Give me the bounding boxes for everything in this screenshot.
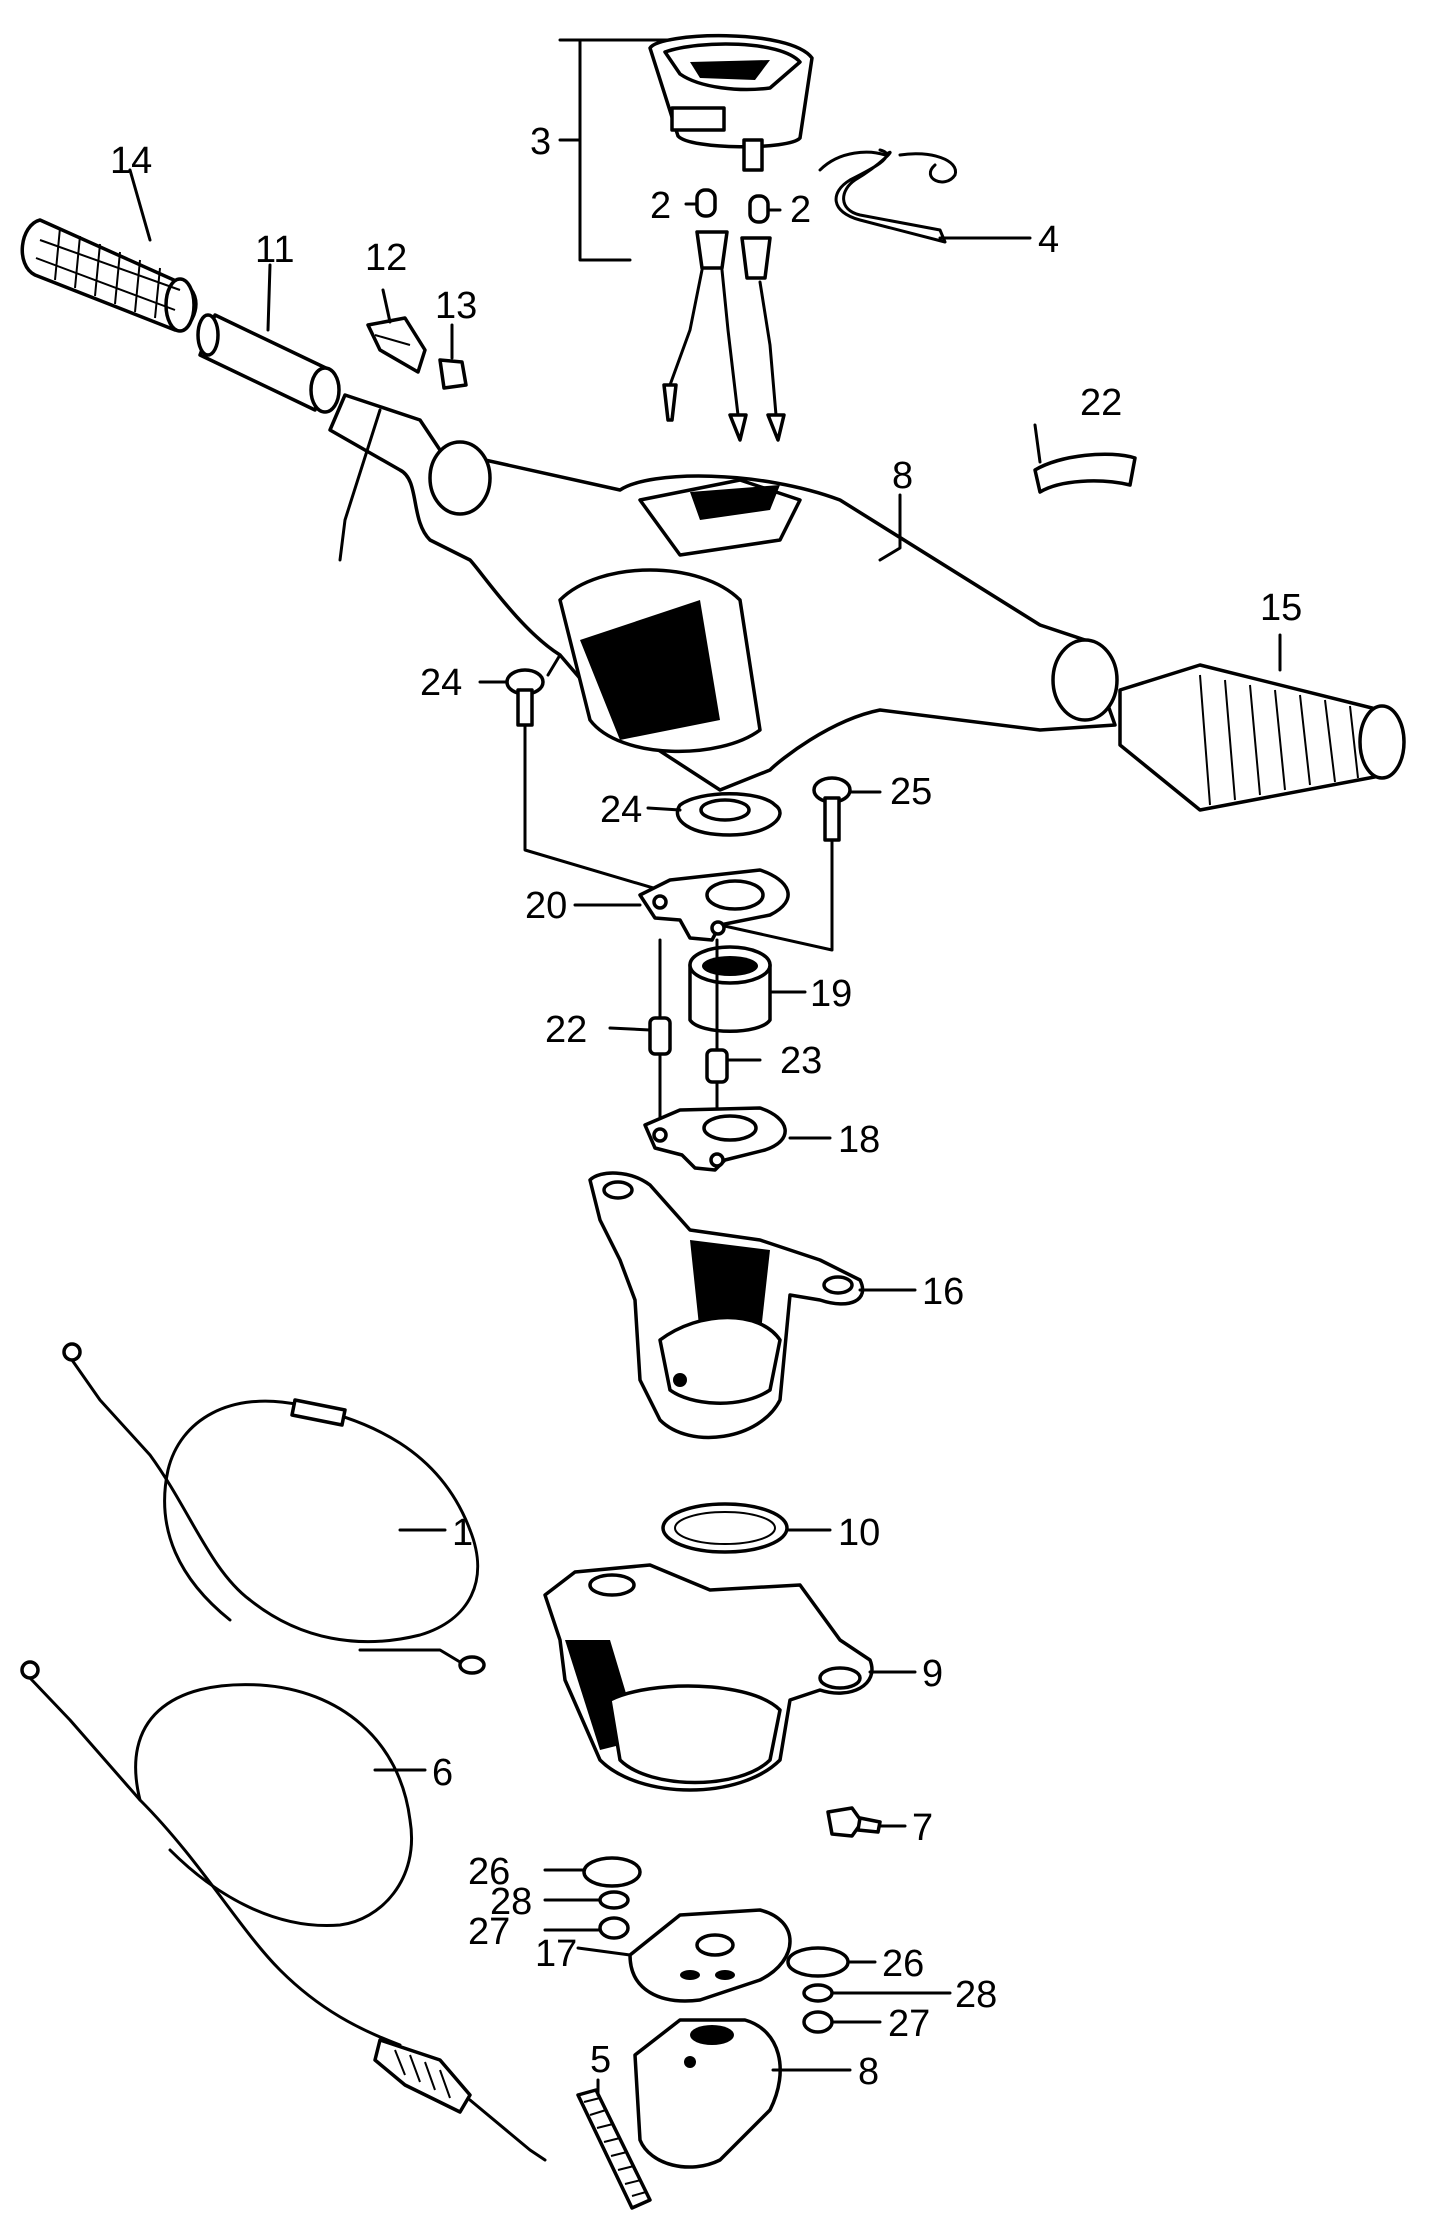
part-1-cable-upper (62, 1342, 486, 1675)
part-17-housing-upper (588, 1171, 865, 1440)
part-28-washer-left (598, 1890, 630, 1910)
part-5-spring (576, 2088, 652, 2210)
part-23-lens (1033, 452, 1137, 494)
callout-22-right: 23 (780, 1040, 822, 1082)
part-27-nut-left (598, 1916, 630, 1940)
callout-15: 14 (110, 140, 152, 182)
part-11-rubber-ring (661, 1502, 789, 1554)
callout-4: 4 (1038, 219, 1059, 261)
callout-27-right: 27 (888, 2003, 930, 2045)
callout-16: 15 (1260, 587, 1302, 629)
part-9-handlebar-body (328, 393, 1119, 792)
callout-20: 19 (810, 973, 852, 1015)
part-26-cap-right (786, 1946, 850, 1978)
part-21-upper-plate (638, 868, 790, 942)
callout-labels: 14 11 12 13 3 2 2 4 22 8 15 24 25 24 20 … (110, 121, 1302, 2093)
part-18-cover-plate (628, 1908, 792, 2003)
part-19-lower-plate (643, 1106, 787, 1172)
callout-13: 12 (365, 237, 407, 279)
part-3-switch-assembly (648, 34, 814, 172)
callout-27-left: 27 (468, 1911, 510, 1953)
callout-17: 16 (922, 1271, 964, 1313)
part-28-washer-right (802, 1983, 834, 2003)
part-20-bushing (688, 945, 772, 1033)
callout-10: 9 (922, 1653, 943, 1695)
callout-3: 3 (530, 121, 551, 163)
callout-7: 7 (912, 1807, 933, 1849)
callout-26-left: 26 (468, 1851, 510, 1893)
part-6-cable-lower (20, 1660, 547, 2162)
part-27-nut-right (802, 2010, 834, 2034)
leader-lines (128, 38, 1282, 2097)
callout-8: 8 (858, 2051, 879, 2093)
part-24-screw-right (718, 776, 852, 952)
callout-6: 6 (432, 1752, 453, 1794)
part-15-left-grip (20, 218, 198, 333)
callout-24-right: 25 (890, 771, 932, 813)
callout-25: 24 (600, 789, 642, 831)
callout-24-left: 24 (420, 662, 462, 704)
part-13-throttle-pulley (366, 316, 427, 374)
part-7-bolt (826, 1806, 882, 1838)
callout-21: 20 (525, 885, 567, 927)
part-8-lower-cap (633, 2018, 782, 2169)
callout-22-left: 22 (545, 1009, 587, 1051)
callout-26-right: 26 (882, 1943, 924, 1985)
callout-12: 11 (255, 229, 294, 271)
part-26-cap-left (582, 1856, 642, 1888)
callout-5: 5 (590, 2039, 611, 2081)
callout-11: 10 (838, 1512, 880, 1554)
callout-28-right: 28 (955, 1974, 997, 2016)
callout-14: 13 (435, 285, 477, 327)
callout-18: 17 (535, 1933, 577, 1975)
part-2-bulb-sockets (662, 188, 786, 442)
callout-23: 22 (1080, 382, 1122, 424)
callout-19: 18 (838, 1119, 880, 1161)
part-22-collar-left (648, 938, 672, 1132)
part-16-right-grip (1118, 663, 1406, 812)
part-10-housing-lower (543, 1563, 874, 1792)
callout-28-left: 28 (490, 1881, 532, 1923)
callout-2-left: 2 (650, 185, 671, 227)
callout-9: 8 (892, 455, 913, 497)
part-12-throttle-sleeve (196, 313, 341, 414)
callout-2-right: 2 (790, 189, 811, 231)
part-14-nut (438, 358, 468, 390)
callout-1: 1 (452, 1512, 473, 1554)
part-25-nut-washer (675, 792, 782, 837)
part-4-wire-clip (818, 148, 957, 244)
